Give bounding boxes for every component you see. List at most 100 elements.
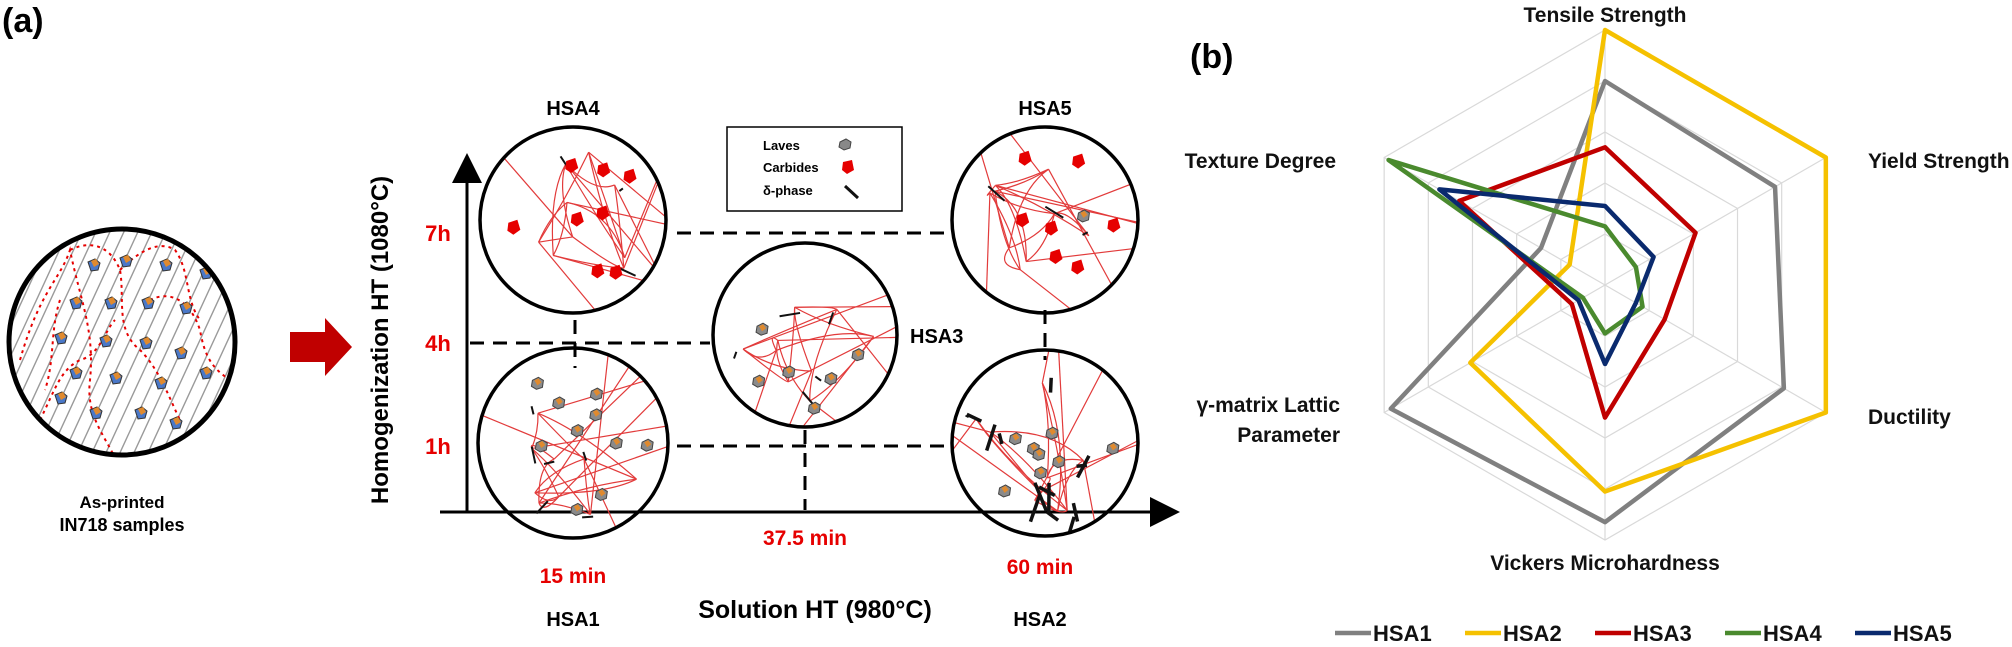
laves-particle: [109, 371, 123, 385]
laves-particle: [570, 423, 584, 438]
delta-phase-needle: [1076, 463, 1088, 469]
laves-particle: [640, 438, 654, 452]
laves-particle: [139, 336, 153, 350]
laves-particle: [552, 396, 566, 410]
delta-phase-needle: [582, 451, 588, 461]
x-tick-label: 15 min: [540, 565, 607, 588]
grain-boundaries: [977, 127, 1138, 313]
laves-particle: [89, 406, 103, 420]
microstructure-circles: [476, 125, 1140, 540]
as-printed-label-line1: As-printed: [80, 493, 165, 512]
legend-label: HSA2: [1503, 621, 1562, 646]
y-tick-label: 7h: [425, 221, 451, 246]
radar-axis-label: Texture Degree: [1185, 150, 1336, 173]
laves-particle: [534, 439, 548, 453]
carbide-particle: [1072, 153, 1086, 169]
delta-phase-needle: [1028, 495, 1042, 523]
micro-circle-hsa1: [476, 346, 670, 540]
delta-phase-needle: [1082, 231, 1089, 236]
delta-phase-needle: [779, 311, 801, 318]
legend-label: HSA1: [1373, 621, 1432, 646]
delta-phase-needle: [1048, 377, 1053, 393]
laves-particle: [824, 372, 838, 386]
panel-a-label: (a): [2, 2, 44, 40]
delta-phase-needle: [1044, 205, 1064, 219]
hsa3-label: HSA3: [910, 326, 963, 348]
laves-particle: [530, 376, 544, 390]
radar-axis-label: Tensile Strength: [1524, 4, 1687, 27]
grain-boundaries: [952, 350, 1138, 534]
phase-legend: Laves Carbides δ-phase: [726, 126, 903, 212]
delta-phase-needle: [1071, 502, 1080, 522]
hsa5-label: HSA5: [1018, 98, 1071, 120]
radar-axis-label: Vickers Microhardness: [1490, 552, 1720, 575]
legend-delta-label: δ-phase: [763, 183, 813, 198]
as-printed-laves-particles: [54, 254, 213, 430]
as-printed-label-line2: IN718 samples: [59, 515, 184, 535]
x-tick-label: 37.5 min: [763, 527, 847, 550]
laves-particle: [1032, 447, 1046, 461]
carbide-particle: [565, 157, 579, 173]
hsa1-label: HSA1: [546, 609, 599, 631]
delta-phase-needle: [530, 446, 537, 464]
delta-phase-needle: [618, 187, 624, 192]
grain-boundaries: [478, 348, 668, 537]
grain-boundaries: [733, 291, 897, 427]
laves-particle: [1076, 209, 1091, 223]
micro-circle-outline: [950, 125, 1140, 315]
legend-label: HSA4: [1763, 621, 1822, 646]
micro-circle-hsa5: [950, 125, 1140, 315]
delta-phase-needle: [1038, 485, 1056, 498]
laves-particle: [782, 365, 796, 379]
radar-spoke: [1383, 156, 1606, 286]
legend-laves-icon: [838, 138, 852, 151]
legend-delta-icon: [843, 184, 860, 200]
laves-particle: [174, 346, 188, 360]
laves-particle: [807, 401, 821, 415]
radar-spoke: [1604, 156, 1827, 286]
laves-particle: [752, 374, 766, 388]
delta-phase-needle: [828, 312, 835, 325]
carbide-particle: [1107, 217, 1121, 233]
grain-boundaries: [497, 150, 666, 313]
delta-phase-needle: [733, 351, 738, 359]
carbide-particle: [570, 211, 584, 227]
laves-particle: [159, 258, 173, 272]
laves-particle: [997, 484, 1012, 498]
radar-spoke: [1604, 284, 1827, 414]
panel-b-label: (b): [1190, 38, 1233, 76]
laves-particle: [179, 301, 193, 315]
hsa4-label: HSA4: [546, 98, 600, 120]
delta-phase-needle: [619, 267, 636, 277]
radar-series-hsa5: [1437, 187, 1656, 367]
process-arrow: [290, 318, 352, 376]
radar-series-hsa2: [1468, 27, 1829, 494]
delta-phase-needle: [985, 424, 997, 452]
laves-particle: [851, 348, 865, 362]
laves-particle: [1052, 455, 1066, 469]
carbide-particle: [1071, 259, 1085, 275]
laves-particle: [1008, 432, 1022, 446]
laves-particle: [570, 502, 584, 516]
laves-particle: [69, 366, 83, 380]
laves-particle: [69, 296, 83, 310]
delta-phase-needle: [965, 414, 969, 418]
delta-phase-needle: [814, 375, 822, 382]
laves-particle: [54, 331, 68, 345]
laves-particle: [104, 296, 118, 310]
laves-particle: [594, 487, 608, 501]
carbide-particle: [591, 263, 605, 279]
micro-circle-hsa4: [478, 125, 668, 315]
as-printed-sample: As-printed IN718 samples: [6, 226, 238, 535]
legend-label: HSA3: [1633, 621, 1692, 646]
micro-circle-outline: [711, 241, 899, 429]
micro-circle-hsa2: [950, 348, 1140, 538]
radar-axis-label: Ductility: [1868, 406, 1951, 429]
delta-phase-needle: [530, 406, 535, 415]
delta-phase-needle: [535, 500, 549, 515]
melt-pool-boundaries: [19, 244, 231, 455]
